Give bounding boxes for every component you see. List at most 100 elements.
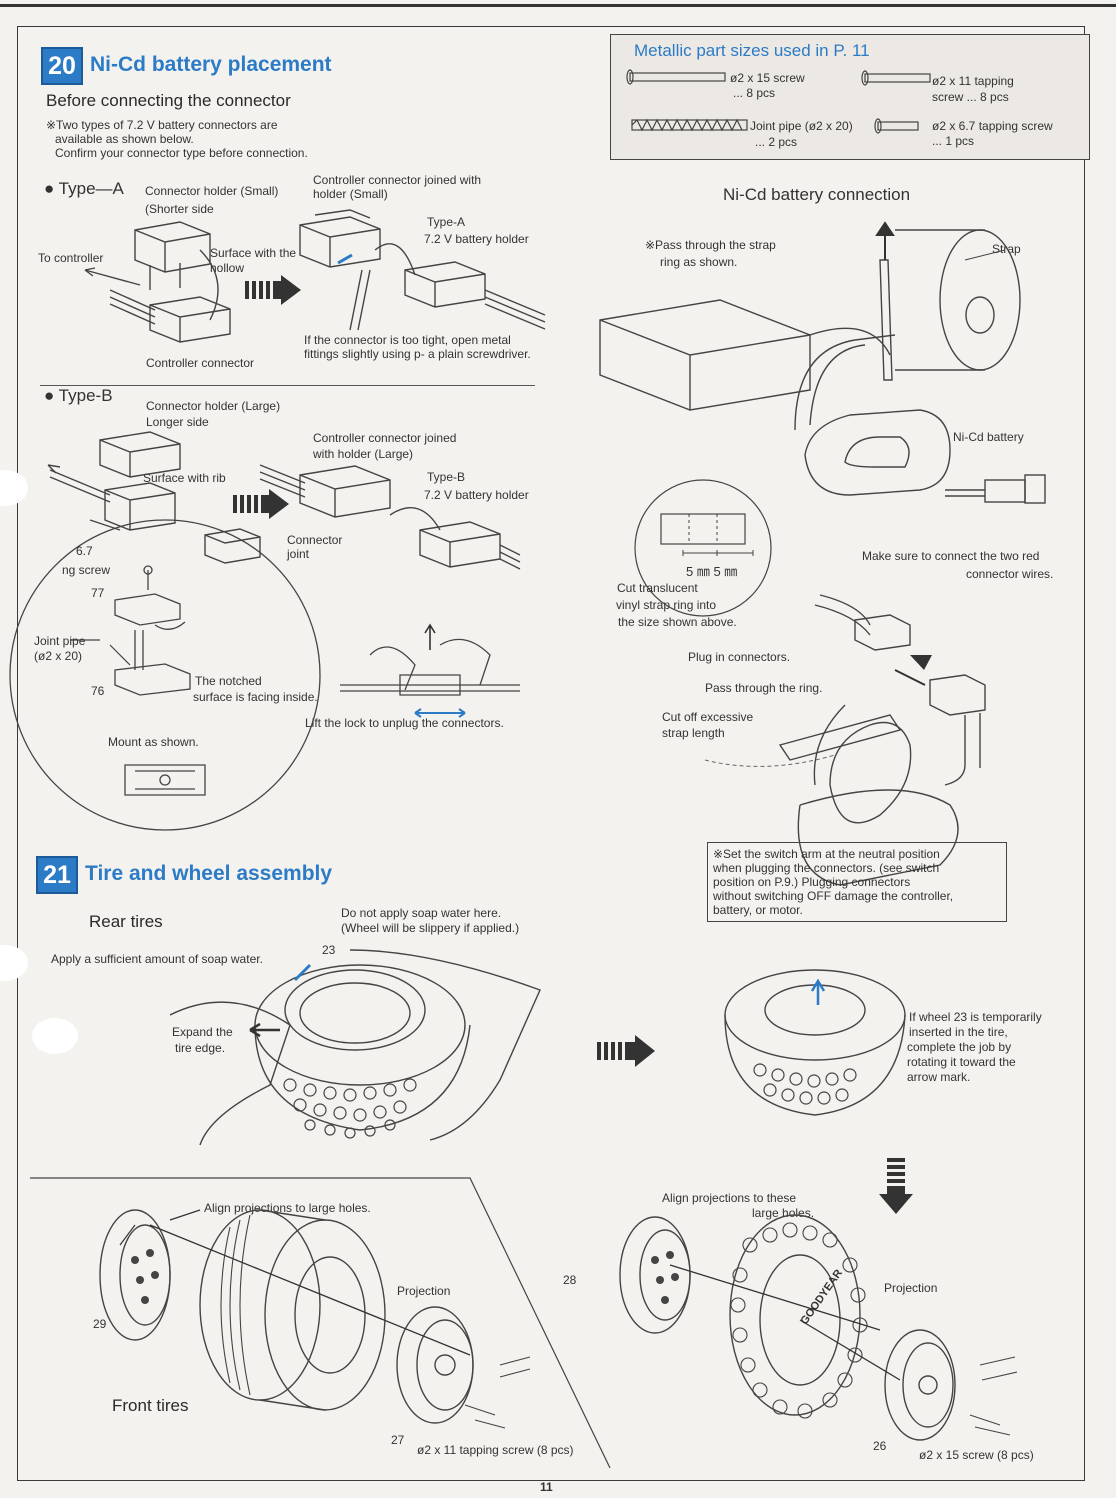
label: joint [287,547,310,561]
label: connector wires. [966,567,1054,581]
label: large holes. [752,1206,815,1220]
parts-box-title: Metallic part sizes used in P. 11 [634,41,870,60]
down-arrow [879,1158,913,1214]
part-size: Joint pipe (ø2 x 20) [750,119,853,133]
label: Align projections to large holes. [204,1201,371,1215]
label: inserted in the tire, [909,1025,1008,1039]
part-size: ... 8 pcs [733,86,776,100]
part-size: ø2 x 6.7 tapping screw [932,119,1053,133]
part-number: 28 [563,1273,577,1287]
page-frame [17,26,1085,1481]
mounted-tire-illustration [724,969,906,1116]
label: To controller [38,251,104,265]
label: ※Pass through the strap [645,238,776,252]
part-size: ... 1 pcs [932,134,975,148]
label: fittings slightly using p- a plain screw… [304,347,531,361]
label: (Wheel will be slippery if applied.) [341,921,520,935]
part-size: ø2 x 15 screw [730,71,805,85]
label: Ni-Cd battery [953,430,1024,444]
dimension-label: 5 ㎜ 5 ㎜ [686,564,738,579]
unplug-illustration [340,623,520,718]
label: Projection [397,1284,451,1298]
part-number: 23 [322,943,336,957]
subtitle: Before connecting the connector [46,91,291,110]
label: If the connector is too tight, open meta… [304,333,511,347]
label: Controller connector [146,356,255,370]
label: hollow [210,261,245,275]
part-size: ... 2 pcs [755,135,798,149]
label: Type-B [427,470,466,484]
label: ng screw [62,563,111,577]
label: Cut off excessive [662,710,754,724]
label: Do not apply soap water here. [341,906,502,920]
warning-line: battery, or motor. [713,903,803,917]
label: Lift the lock to unplug the connectors. [305,716,504,730]
label: The notched [195,674,262,688]
label: rotating it toward the [907,1055,1016,1069]
part-number: 29 [93,1317,107,1331]
part-number: 76 [91,684,105,698]
part-number: 77 [91,586,105,600]
warning-box [707,842,1007,922]
note-line: ※Two types of 7.2 V battery connectors a… [46,118,278,132]
joint-detail-circle [9,519,321,831]
warning-line: ※Set the switch arm at the neutral posit… [713,847,940,861]
label: the size shown above. [618,615,737,629]
label: Strap [992,242,1021,256]
part-number: 27 [391,1433,405,1447]
part-number: 26 [873,1439,887,1453]
front-tire-exploded-illustration [99,1209,531,1429]
label: complete the job by [907,1040,1012,1054]
label: with holder (Large) [313,447,414,461]
label: 6.7 [76,544,93,558]
type-b-heading: ● Type-B [44,386,113,405]
rear-tire-soap-illustration [169,949,541,1146]
next-step-arrow [597,1035,655,1067]
label: Connector holder (Large) [146,399,281,413]
front-tire-divider [30,1177,611,1469]
top-rule [0,4,1116,7]
label: tire edge. [175,1041,226,1055]
label: Plug in connectors. [688,650,791,664]
label: ø2 x 11 tapping screw (8 pcs) [417,1443,574,1457]
label: (ø2 x 20) [34,649,83,663]
note-line: available as shown below. [55,132,194,146]
parts-icons [626,69,931,134]
warning-line: when plugging the connectors. (see switc… [713,861,940,875]
label: surface is facing inside. [193,690,318,704]
section-title: Ni-Cd battery placement [90,53,332,76]
label: Align projections to these [662,1191,797,1205]
warning-line: without switching OFF damage the control… [713,889,954,903]
battery-connection-illustration [599,221,1046,504]
label: arrow mark. [907,1070,971,1084]
label: Projection [884,1281,938,1295]
label: Expand the [172,1025,233,1039]
label: ø2 x 15 screw (8 pcs) [919,1448,1034,1462]
label: 7.2 V battery holder [424,232,529,246]
label: Mount as shown. [108,735,199,749]
divider [40,385,535,386]
label: Apply a sufficient amount of soap water. [51,952,263,966]
label: 7.2 V battery holder [424,488,529,502]
label: Controller connector joined with [313,173,482,187]
plug-illustration [704,594,986,886]
label: Surface with rib [143,471,226,485]
section-number: 20 [41,47,83,85]
type-a-illustration [84,209,546,343]
label: If wheel 23 is temporarily [909,1010,1042,1024]
label: Controller connector joined [313,431,457,445]
label: holder (Small) [313,187,388,201]
label: (Shorter side [145,202,214,216]
label: Make sure to connect the two red [862,549,1040,563]
rear-tire-exploded-illustration [619,1214,1018,1441]
warning-line: position on P.9.) Plugging connectors [713,875,911,889]
section-title: Tire and wheel assembly [85,862,333,885]
label: Cut translucent [617,581,698,595]
note-line: Confirm your connector type before conne… [55,146,308,160]
label: Connector holder (Small) [145,184,279,198]
battery-connection-title: Ni-Cd battery connection [723,185,911,204]
rear-tires-heading: Rear tires [89,912,163,931]
front-tires-heading: Front tires [112,1396,189,1415]
page-number: 11 [540,1480,553,1494]
label: Pass through the ring. [705,681,823,695]
